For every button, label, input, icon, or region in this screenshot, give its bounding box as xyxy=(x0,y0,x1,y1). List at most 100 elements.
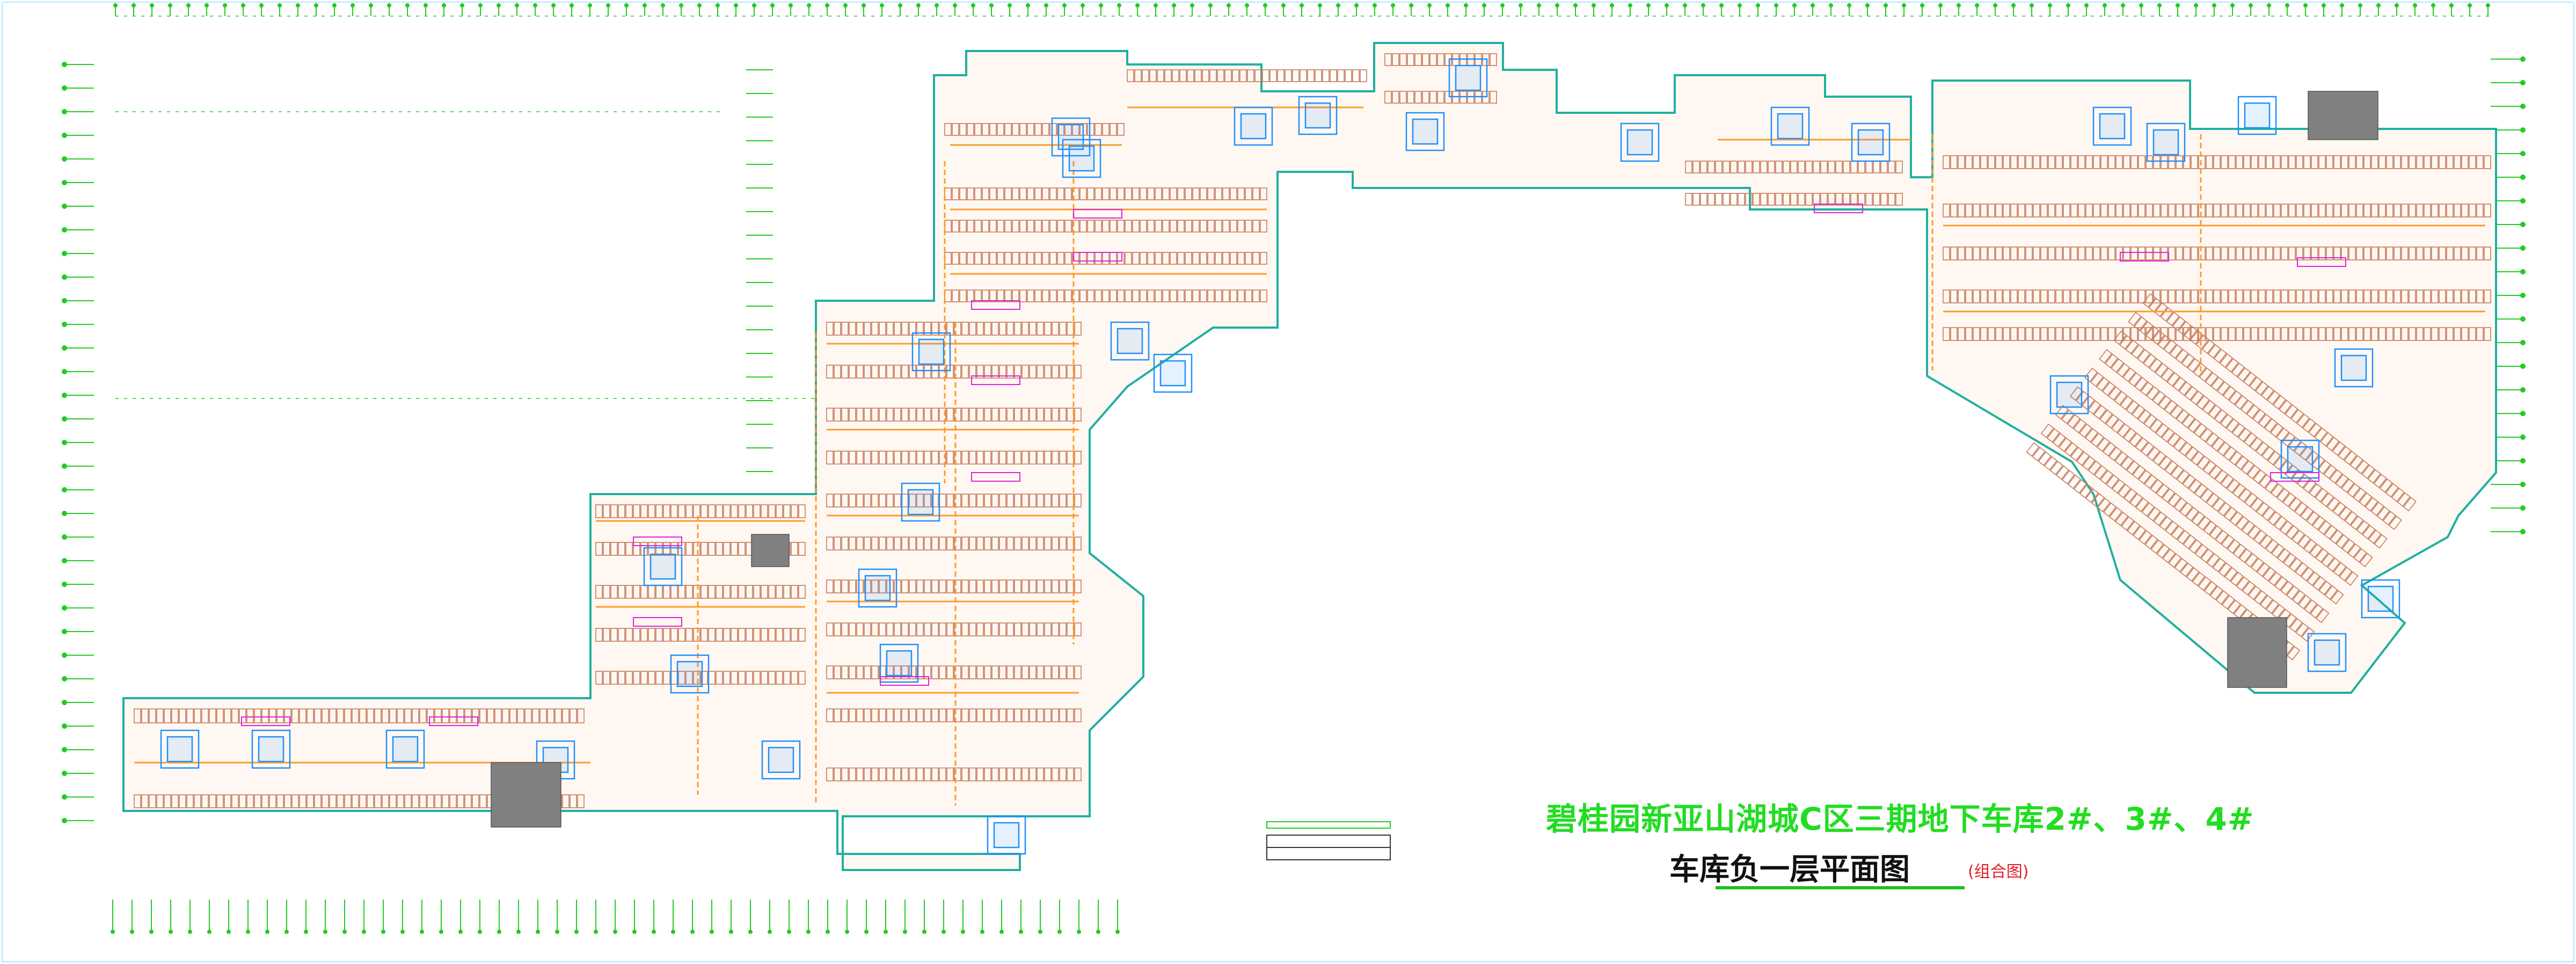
parking-bay xyxy=(2164,460,2178,475)
grid-bubble-top xyxy=(1409,3,1413,8)
drawing-title-main: 碧桂园新亚山湖城C区三期地下车库2#、3#、4# xyxy=(1546,801,2254,837)
grid-bubble-top xyxy=(2230,3,2235,8)
parking-bay xyxy=(984,708,991,722)
parking-bay xyxy=(2273,289,2281,303)
parking-bay xyxy=(946,665,954,679)
parking-bay xyxy=(2119,335,2133,350)
parking-bay xyxy=(783,585,791,599)
parking-bay xyxy=(2339,567,2353,582)
parking-bay xyxy=(685,628,693,642)
parking-bay xyxy=(909,451,916,465)
parking-bay xyxy=(1102,123,1110,136)
grid-bubble-bottom xyxy=(903,930,907,934)
parking-bay xyxy=(924,451,931,465)
parking-bay xyxy=(2286,585,2300,600)
stair-core-inner xyxy=(1412,118,1439,145)
parking-bay xyxy=(2323,465,2337,480)
parking-bay xyxy=(457,708,464,723)
grid-bubble-bottom xyxy=(381,930,385,934)
parking-bay xyxy=(1414,53,1422,66)
parking-bay xyxy=(2202,460,2216,475)
parking-bay xyxy=(1049,220,1057,233)
parking-bay xyxy=(2288,289,2296,303)
parking-bay xyxy=(254,794,261,808)
stair-core-inner xyxy=(993,822,1020,849)
parking-bay xyxy=(1147,252,1155,265)
grid-bubble-top xyxy=(606,3,610,8)
parking-bay xyxy=(849,494,856,508)
parking-bay xyxy=(2146,247,2153,260)
parking-bay xyxy=(2048,204,2055,218)
parking-bay xyxy=(670,628,678,642)
parking-bay xyxy=(554,708,562,723)
parking-bay xyxy=(1140,289,1147,302)
parking-bay xyxy=(856,622,864,636)
grid-bubble-bottom xyxy=(516,930,521,934)
parking-bay xyxy=(2416,289,2424,303)
room-label xyxy=(971,472,1020,482)
parking-bay xyxy=(1014,665,1021,679)
parking-bay xyxy=(2003,289,2010,303)
parking-bay xyxy=(2187,358,2201,373)
parking-bay xyxy=(1437,91,1444,104)
parking-bay xyxy=(2365,497,2378,512)
parking-bay xyxy=(924,767,931,781)
parking-bay xyxy=(2250,557,2265,572)
parking-bay xyxy=(2409,327,2416,341)
parking-bay xyxy=(849,767,856,781)
parking-bay xyxy=(738,542,746,556)
parking-bay xyxy=(1027,252,1034,265)
parking-bay xyxy=(954,408,961,422)
parking-bay xyxy=(901,622,909,636)
parking-bay xyxy=(603,671,610,685)
grid-bubble-top xyxy=(643,3,647,8)
parking-bay xyxy=(2215,590,2229,605)
parking-bay xyxy=(2246,404,2260,419)
parking-bay xyxy=(2243,289,2251,303)
parking-bay xyxy=(909,708,916,722)
parking-bay xyxy=(2296,327,2303,341)
parking-bay xyxy=(1738,193,1745,206)
parking-bay xyxy=(1995,204,2003,218)
parking-bay xyxy=(841,451,849,465)
parking-bay xyxy=(2070,204,2078,218)
grid-bubble-bottom xyxy=(227,930,231,934)
parking-bay xyxy=(2274,576,2288,591)
parking-bay xyxy=(901,665,909,679)
parking-bay xyxy=(952,252,959,265)
parking-bay xyxy=(991,365,999,379)
parking-bay xyxy=(2338,446,2352,461)
parking-bay xyxy=(976,408,984,422)
parking-bay xyxy=(1880,193,1888,206)
parking-bay xyxy=(1943,204,1950,218)
grid-bubble-top xyxy=(679,3,683,8)
parking-bay xyxy=(886,408,894,422)
parking-bay xyxy=(2191,289,2198,303)
parking-bay xyxy=(2078,204,2085,218)
parking-bay xyxy=(916,365,924,379)
parking-bay xyxy=(2266,247,2273,260)
parking-bay xyxy=(894,451,901,465)
parking-bay xyxy=(186,794,194,808)
parking-bay xyxy=(2195,335,2209,350)
parking-bay xyxy=(186,708,194,723)
parking-bay xyxy=(1950,204,1958,218)
equipment-room xyxy=(2227,617,2287,688)
parking-bay xyxy=(871,665,879,679)
parking-bay xyxy=(1094,187,1102,200)
parking-bay xyxy=(2258,414,2272,429)
parking-bay xyxy=(1074,579,1082,593)
grid-bubble-right xyxy=(2520,151,2526,156)
parking-bay xyxy=(1059,622,1067,636)
parking-bay xyxy=(640,671,648,685)
parking-bay xyxy=(1074,365,1082,379)
parking-bay xyxy=(2120,455,2134,470)
parking-bay xyxy=(1230,252,1237,265)
parking-bay xyxy=(1042,123,1049,136)
parking-bay xyxy=(1490,91,1497,104)
grid-bubble-bottom xyxy=(284,930,289,934)
parking-bay xyxy=(442,708,449,723)
parking-bay xyxy=(2196,455,2210,470)
parking-bay xyxy=(1059,579,1067,593)
parking-bay xyxy=(999,767,1006,781)
